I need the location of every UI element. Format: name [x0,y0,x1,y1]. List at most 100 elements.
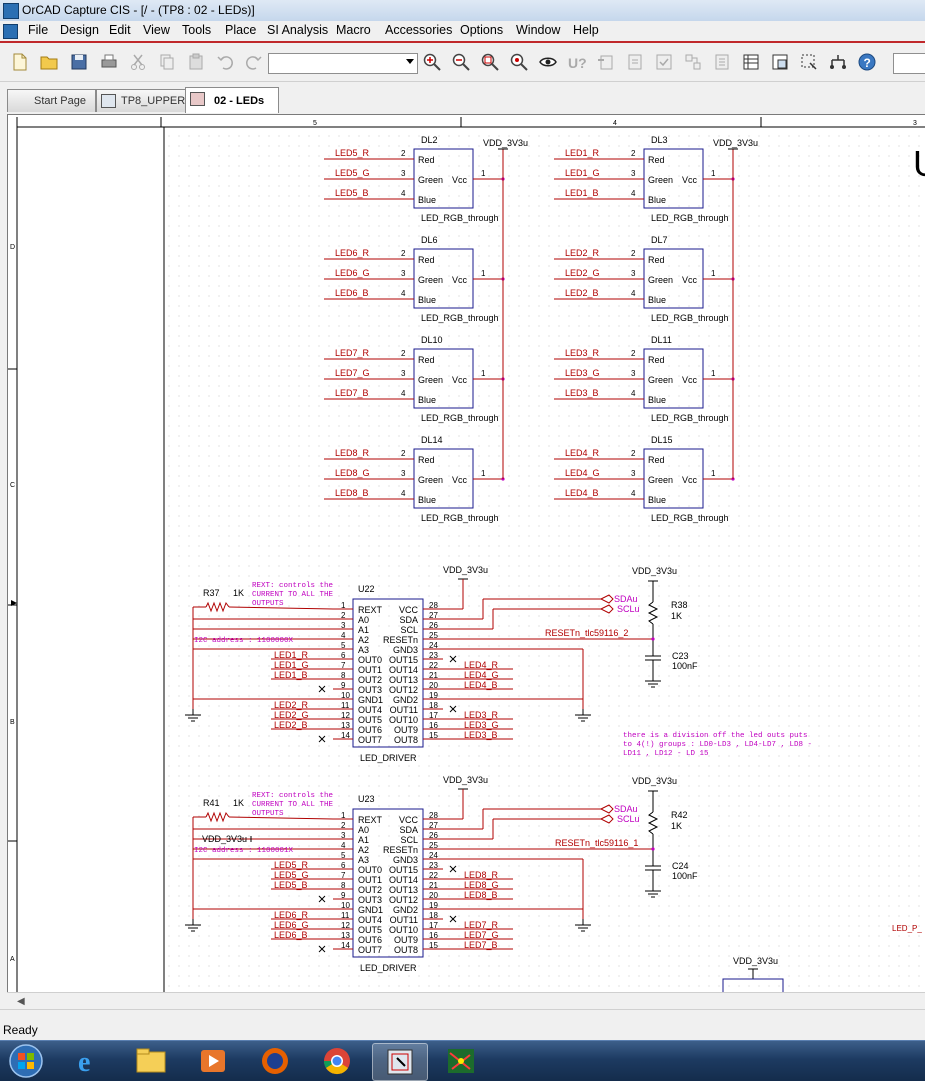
sda-label: SDAu [614,804,638,814]
driver-pin-number: 15 [429,731,438,740]
zoom-all-icon[interactable] [509,52,529,72]
led-pin-name: Green [418,375,443,385]
netlist-icon[interactable] [683,52,703,72]
redo-icon[interactable] [244,52,264,72]
copy-icon[interactable] [157,52,177,72]
horizontal-scrollbar[interactable]: ◀ [7,992,925,1009]
zoom-out-icon[interactable] [451,52,471,72]
scroll-left-icon[interactable]: ◀ [17,996,25,1007]
driver-pin-name: REXT [358,605,383,615]
led-pin-number: 4 [631,489,636,498]
led-pin-number: 2 [631,249,636,258]
menu-help[interactable]: Help [573,23,599,37]
undo-icon[interactable] [215,52,235,72]
chevron-down-icon[interactable] [406,59,414,64]
schematic-drawing[interactable]: 543DCBAUDL2LED_RGB_through2RedLED5_R3Gre… [8,115,925,993]
led-net-label: LED6_G [335,268,370,278]
menu-view[interactable]: View [143,23,170,37]
led-pin-name: Green [648,275,673,285]
led-net-label: LED4_B [565,488,599,498]
zoom-area-icon[interactable] [480,52,500,72]
help-icon[interactable]: ? [857,52,877,72]
resistor-value: 1K [671,821,682,831]
cut-icon[interactable] [128,52,148,72]
driver-pin-number: 25 [429,841,438,850]
tab-02-leds[interactable]: 02 - LEDs [185,87,279,113]
menu-options[interactable]: Options [460,23,504,37]
driver-pin-number: 20 [429,681,438,690]
menu-design[interactable]: Design [60,23,99,37]
rext-resistor [205,601,230,613]
bill-of-materials-icon[interactable] [741,52,761,72]
resistor-value: 1K [671,611,682,621]
secondary-combo[interactable] [893,53,925,74]
tab-label: TP8_UPPER [121,95,186,107]
driver-pin-name: OUT5 [358,925,382,935]
pcb-editor-icon[interactable] [434,1043,488,1079]
file-explorer-icon[interactable] [124,1043,178,1079]
area-select-icon[interactable] [799,52,819,72]
new-file-icon[interactable] [10,52,30,72]
snap-grid-icon[interactable] [770,52,790,72]
rext-note-text: CURRENT TO ALL THE [252,801,334,809]
ruler-label-left: A [10,956,15,963]
driver-pin-number: 1 [341,811,346,820]
visibility-icon[interactable] [538,52,558,72]
internet-explorer-icon[interactable]: e [62,1043,116,1079]
menu-accessories[interactable]: Accessories [385,23,453,37]
svg-text:?: ? [864,56,871,70]
update-properties-icon[interactable] [625,52,645,72]
document-icon[interactable] [3,24,18,39]
ruler-marker [11,600,17,606]
cross-reference-icon[interactable] [712,52,732,72]
driver-net-label: LED3_R [464,710,499,720]
design-rules-icon[interactable] [654,52,674,72]
driver-part-value: LED_DRIVER [360,963,417,973]
led-refdes: DL15 [651,435,673,445]
menu-si-analysis[interactable]: SI Analysis [267,23,329,37]
reset-net-label: RESETn_tlc59116_1 [555,838,638,848]
driver-net-label: LED3_G [464,720,499,730]
junction-dot [651,637,655,641]
print-icon[interactable] [99,52,119,72]
media-player-icon[interactable] [186,1043,240,1079]
driver-net-label: LED4_R [464,660,499,670]
zoom-in-icon[interactable] [422,52,442,72]
menu-file[interactable]: File [28,23,49,37]
open-folder-icon[interactable] [39,52,59,72]
orcad-capture-icon[interactable] [372,1043,428,1081]
driver-pin-number: 19 [429,901,438,910]
driver-net-label: LED8_G [464,880,499,890]
led-pin-name: Vcc [682,275,698,285]
led-pin-name: Red [648,155,665,165]
driver-pin-name: OUT1 [358,665,382,675]
driver-pin-number: 24 [429,641,438,650]
zoom-combo[interactable] [268,53,418,74]
hierarchy-icon[interactable] [828,52,848,72]
start-button[interactable] [6,1043,46,1079]
tab-tp8-upper[interactable]: TP8_UPPER [96,89,186,112]
schematic-canvas[interactable]: 543DCBAUDL2LED_RGB_through2RedLED5_R3Gre… [7,114,925,993]
driver-pin-name: OUT8 [394,735,418,745]
save-icon[interactable] [69,52,89,72]
led-pin-name: Green [648,475,673,485]
firefox-icon[interactable] [248,1043,302,1079]
menu-tools[interactable]: Tools [182,23,212,37]
no-connect-mark [318,685,326,693]
chrome-icon[interactable] [310,1043,364,1079]
menu-window[interactable]: Window [516,23,561,37]
paste-icon[interactable] [186,52,206,72]
menu-place[interactable]: Place [225,23,257,37]
led-net-label: LED3_G [565,368,600,378]
driver-pin-name: OUT7 [358,735,382,745]
led-net-label: LED7_G [335,368,370,378]
driver-pin-name: OUT3 [358,685,382,695]
driver-pin-name: A0 [358,615,369,625]
menu-edit[interactable]: Edit [109,23,131,37]
led-pin-number: 1 [711,169,716,178]
menu-macro[interactable]: Macro [336,23,371,37]
no-connect-mark [449,655,457,663]
tab-start-page[interactable]: Start Page [7,89,96,112]
annotate-icon[interactable]: U? [567,52,587,72]
back-annotate-icon[interactable] [596,52,616,72]
